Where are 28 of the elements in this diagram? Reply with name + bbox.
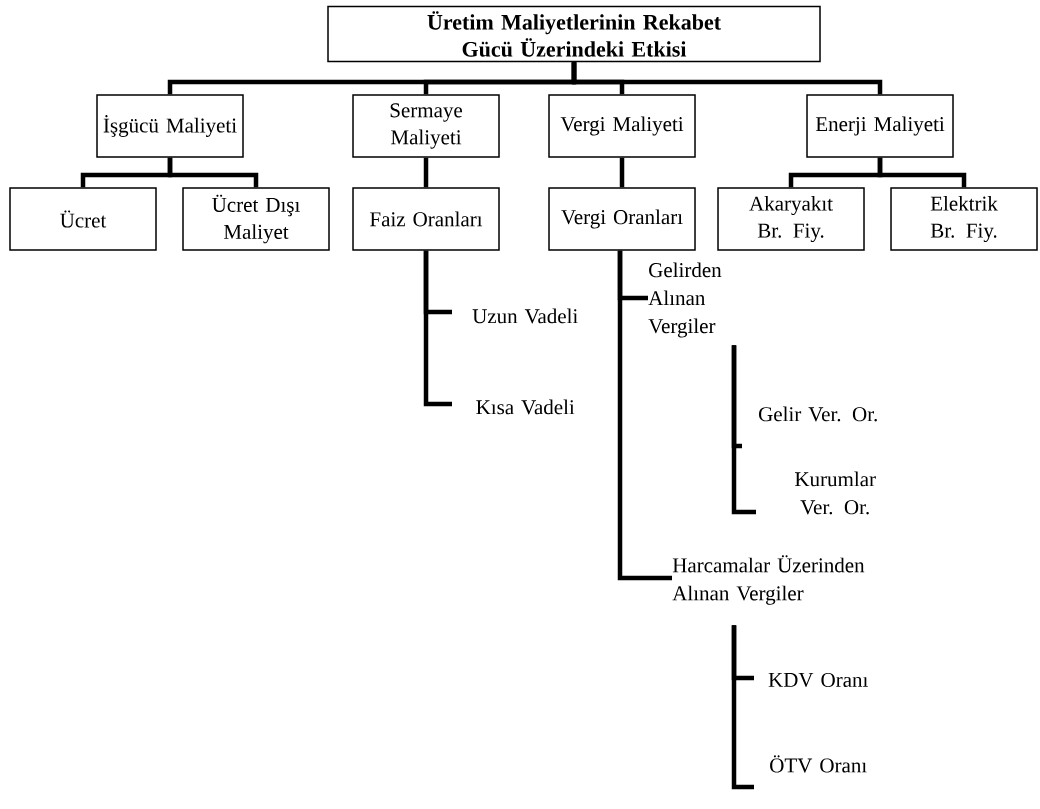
category-box: Faiz Oranları (352, 187, 500, 251)
connector (731, 345, 756, 515)
item-label: Harcamalar Üzerinden Alınan Vergiler (672, 555, 865, 605)
connector (167, 157, 259, 188)
connector (617, 250, 672, 581)
connector (731, 625, 754, 790)
category-box: Elektrik Br. Fiy. (890, 187, 1038, 251)
category-box: Akaryakıt Br. Fiy. (717, 187, 865, 251)
item-label: Uzun Vadeli (472, 308, 578, 324)
title-box: Üretim Maliyetlerinin Rekabet Gücü Üzerindeki Etkisi (327, 5, 821, 63)
connector (619, 157, 625, 188)
connector (423, 157, 429, 188)
category-box: Ücret Dışı Maliyet (182, 187, 330, 251)
item-label: KDV Oranı (768, 672, 868, 688)
category-box: Ücret (9, 187, 157, 251)
category-box: Sermaye Maliyeti (352, 94, 500, 158)
category-box: Vergi Maliyeti (548, 94, 696, 158)
item-label: ÖTV Oranı (770, 755, 867, 773)
category-box: Vergi Oranları (548, 187, 696, 251)
item-label: Kurumlar Ver. Or. (795, 471, 876, 515)
category-box: Enerji Maliyeti (806, 94, 954, 158)
category-box: İşgücü Maliyeti (96, 94, 244, 158)
item-label: Kısa Vadeli (476, 399, 575, 415)
item-label: Gelirden Alınan Vergiler (648, 262, 722, 338)
connector (571, 62, 883, 95)
connector (423, 250, 452, 407)
connector (877, 157, 967, 188)
item-label: Gelir Ver. Or. (759, 406, 877, 422)
